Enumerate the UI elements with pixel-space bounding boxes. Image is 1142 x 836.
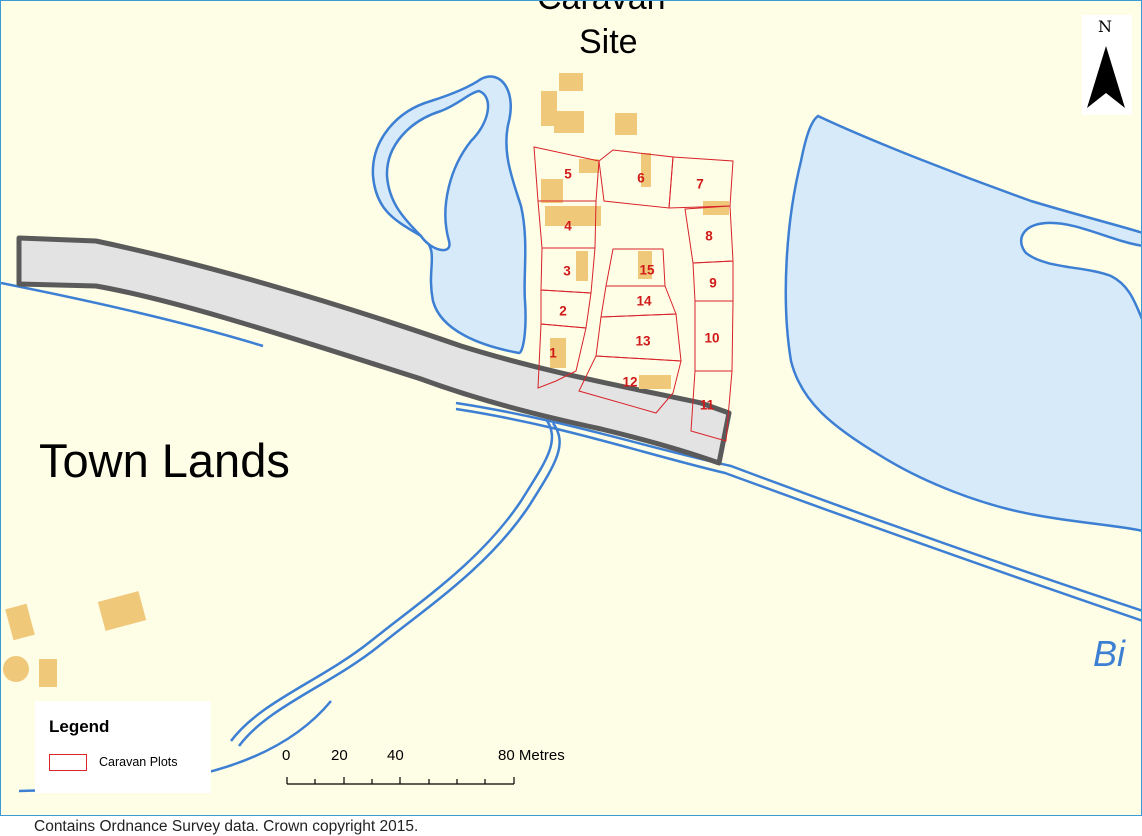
attribution-footer: Contains Ordnance Survey data. Crown cop… [34, 818, 419, 835]
plot-label: 12 [622, 374, 638, 390]
plot-label: 11 [699, 397, 715, 413]
plot-label: 15 [639, 262, 655, 278]
river-label-partial: Bi [1093, 633, 1126, 674]
road [16, 235, 732, 466]
plot-label: 2 [559, 303, 567, 319]
plot-label: 6 [637, 170, 645, 186]
scale-label-40: 40 [387, 747, 404, 764]
plot-label: 3 [563, 263, 571, 279]
legend-item-caravan-plots: Caravan Plots [99, 755, 178, 769]
plot-label: 7 [696, 176, 704, 192]
north-arrow-label: N [1098, 17, 1112, 36]
plot-label: 14 [636, 293, 652, 309]
plot-label: 4 [564, 218, 572, 234]
plot-label: 9 [709, 275, 717, 291]
scale-label-20: 20 [331, 747, 348, 764]
scale-label-0: 0 [282, 747, 291, 764]
map-frame[interactable]: Caravan Site Town Lands Bi N 1 2 3 4 5 6… [0, 0, 1142, 816]
lake-east [784, 114, 1141, 532]
lake-east-inlet [1020, 221, 1141, 320]
caravan-plots-swatch [49, 754, 87, 771]
plot-label: 13 [635, 333, 651, 349]
legend-title: Legend [49, 717, 110, 736]
map-canvas[interactable] [1, 1, 1142, 816]
plot-label: 1 [549, 345, 557, 361]
pond-west-inner [385, 89, 490, 252]
north-arrow-icon [1082, 15, 1132, 115]
plot-label: 10 [704, 330, 720, 346]
buildings [3, 73, 729, 687]
plot-label: 5 [564, 166, 572, 182]
scale-bar [286, 777, 515, 785]
site-label-partial: Caravan [537, 1, 666, 18]
site-label: Site [579, 23, 638, 61]
scale-label-80-metres: 80 Metres [498, 747, 565, 764]
town-lands-label: Town Lands [39, 434, 290, 487]
caravan-plots [533, 146, 734, 442]
legend: Legend Caravan Plots [35, 701, 211, 793]
plot-label: 8 [705, 228, 713, 244]
